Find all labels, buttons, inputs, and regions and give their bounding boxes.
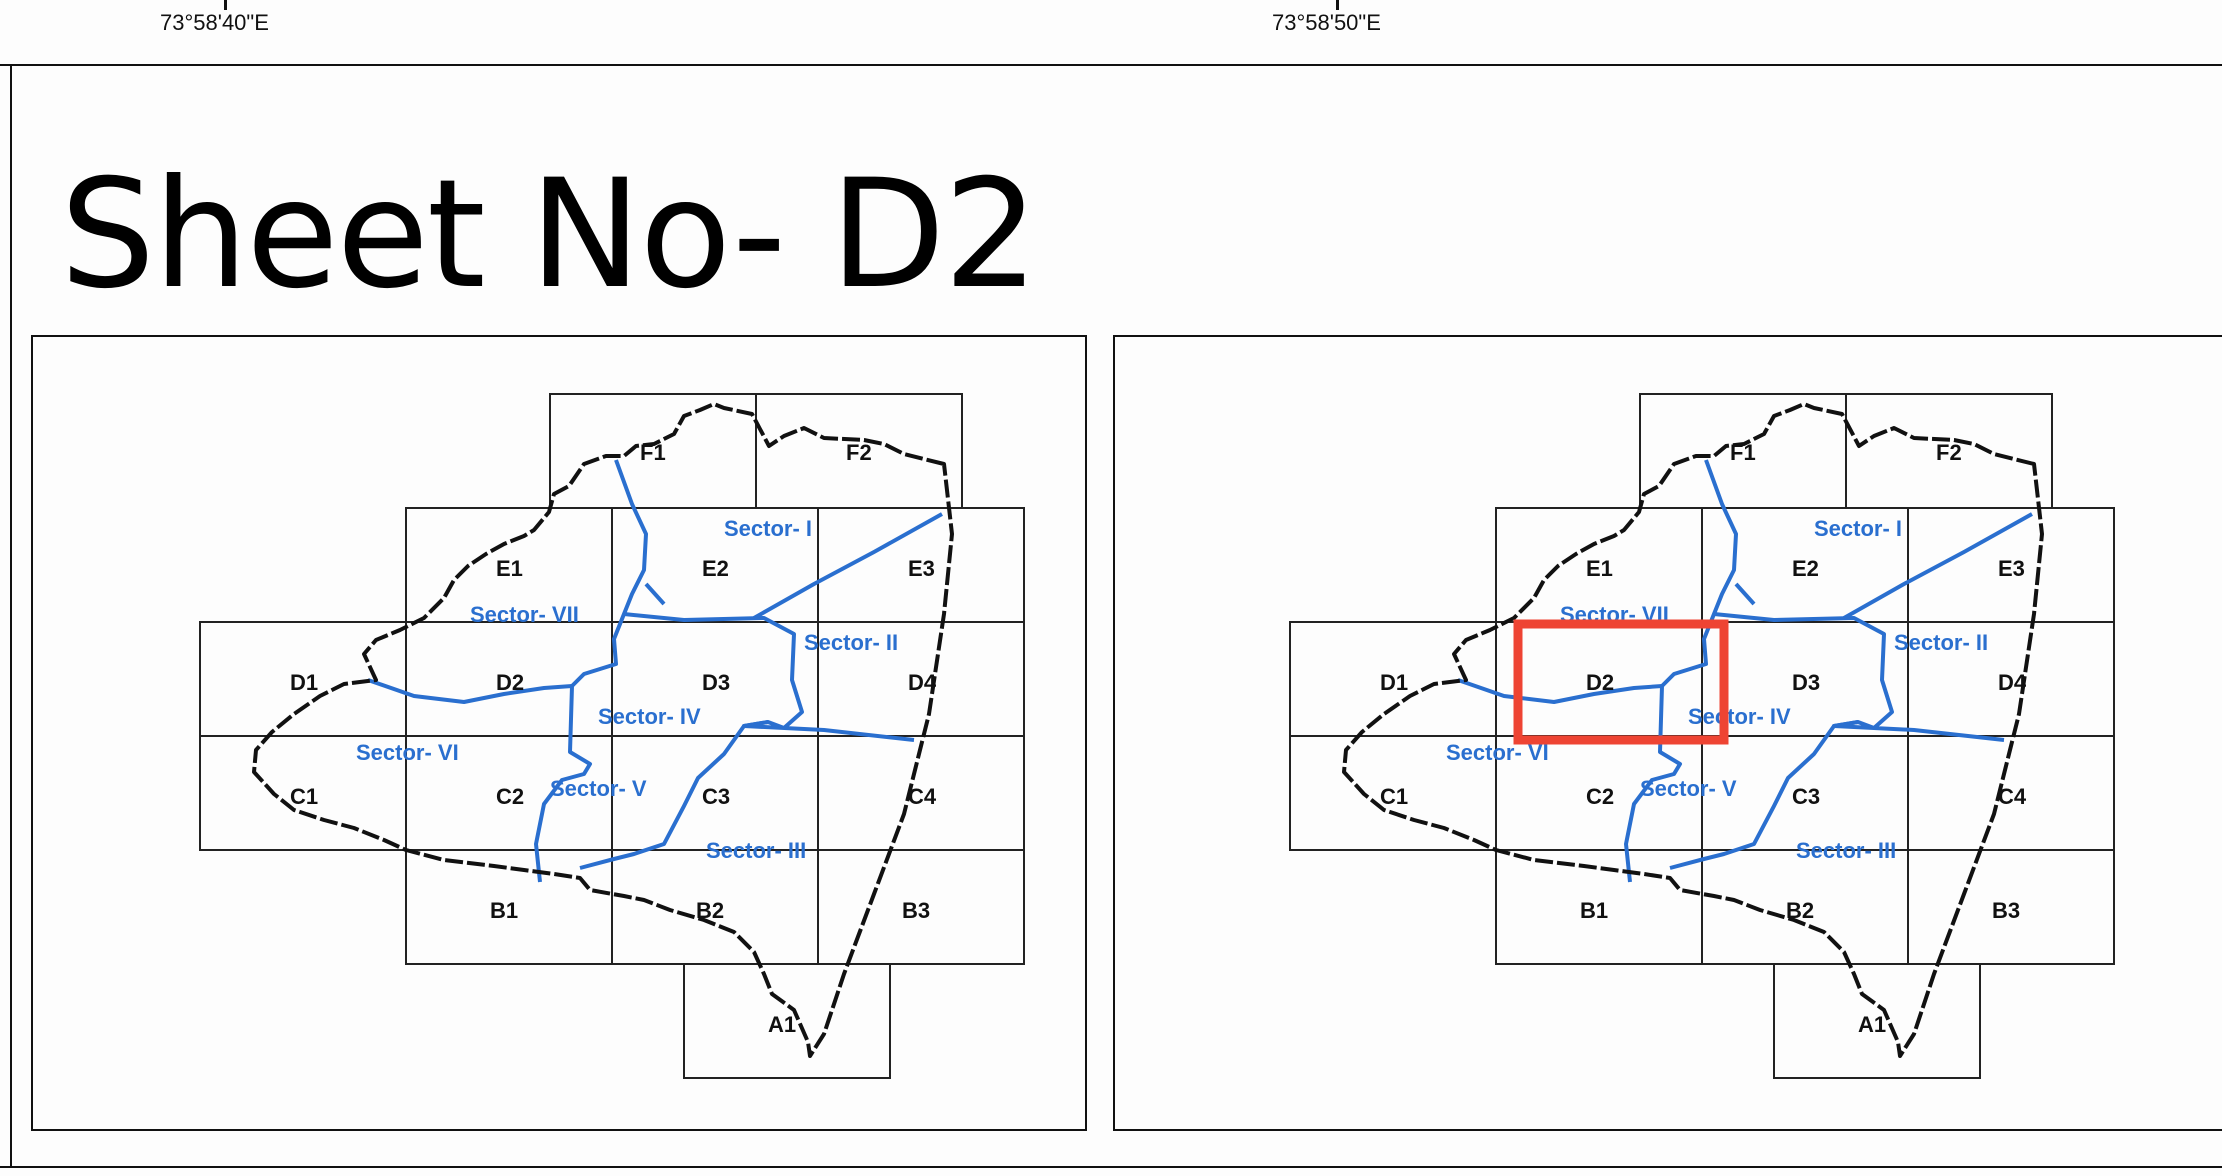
area-boundary xyxy=(252,402,954,1058)
index-map-highlighted: F1 F2 E1 E2 E3 D1 D2 D3 D4 C1 C2 C3 C4 B… xyxy=(1113,335,2222,1131)
grid-labels xyxy=(290,440,937,1037)
sector-label: Sector- III xyxy=(1796,838,1896,863)
grid-label: E2 xyxy=(1792,556,1819,581)
sector-label: Sector- V xyxy=(1640,776,1737,801)
sheet-bottom-border xyxy=(0,1166,2222,1168)
grid-label: E3 xyxy=(1998,556,2025,581)
sector-lines xyxy=(366,458,944,884)
sheet-title: Sheet No- D2 xyxy=(60,148,1039,322)
grid-label-highlighted: D2 xyxy=(1586,670,1614,695)
highlight-box-d2 xyxy=(1513,619,1729,745)
sheet-left-border xyxy=(10,64,12,1166)
coordinate-tick-right xyxy=(1336,0,1339,10)
grid-label: B3 xyxy=(1992,898,2020,923)
sector-label: Sector- II xyxy=(1894,630,1988,655)
grid-label: D4 xyxy=(1998,670,2027,695)
grid-label: C4 xyxy=(1998,784,2027,809)
grid-label: C2 xyxy=(1586,784,1614,809)
grid-label: C1 xyxy=(1380,784,1408,809)
grid-cells xyxy=(199,393,1025,1079)
grid-label: B2 xyxy=(1786,898,1814,923)
sheet-top-border xyxy=(0,64,2222,66)
longitude-label-right: 73°58'50"E xyxy=(1272,10,1381,35)
sector-lines xyxy=(1457,459,2033,883)
grid-label: D1 xyxy=(1380,670,1408,695)
index-map-overview: F1 F2 E1 E2 E3 D1 D2 D3 D4 C1 C2 C3 C4 B… xyxy=(31,335,1087,1131)
longitude-label-left: 73°58'40"E xyxy=(160,10,269,35)
area-boundary xyxy=(1342,402,2044,1058)
grid-label: F1 xyxy=(1730,440,1756,465)
grid-cells xyxy=(1289,393,2115,1079)
grid-label: A1 xyxy=(1858,1012,1886,1037)
coordinate-tick-left xyxy=(224,0,227,10)
sector-label: Sector- IV xyxy=(1688,704,1791,729)
grid-label: D3 xyxy=(1792,670,1820,695)
sector-labels xyxy=(356,516,899,863)
grid-label: F2 xyxy=(1936,440,1962,465)
grid-label: B1 xyxy=(1580,898,1608,923)
grid-label: C3 xyxy=(1792,784,1820,809)
index-map-frame xyxy=(1113,335,2222,1131)
index-map-frame xyxy=(31,335,1087,1131)
sector-label: Sector- I xyxy=(1814,516,1902,541)
grid-label: E1 xyxy=(1586,556,1613,581)
